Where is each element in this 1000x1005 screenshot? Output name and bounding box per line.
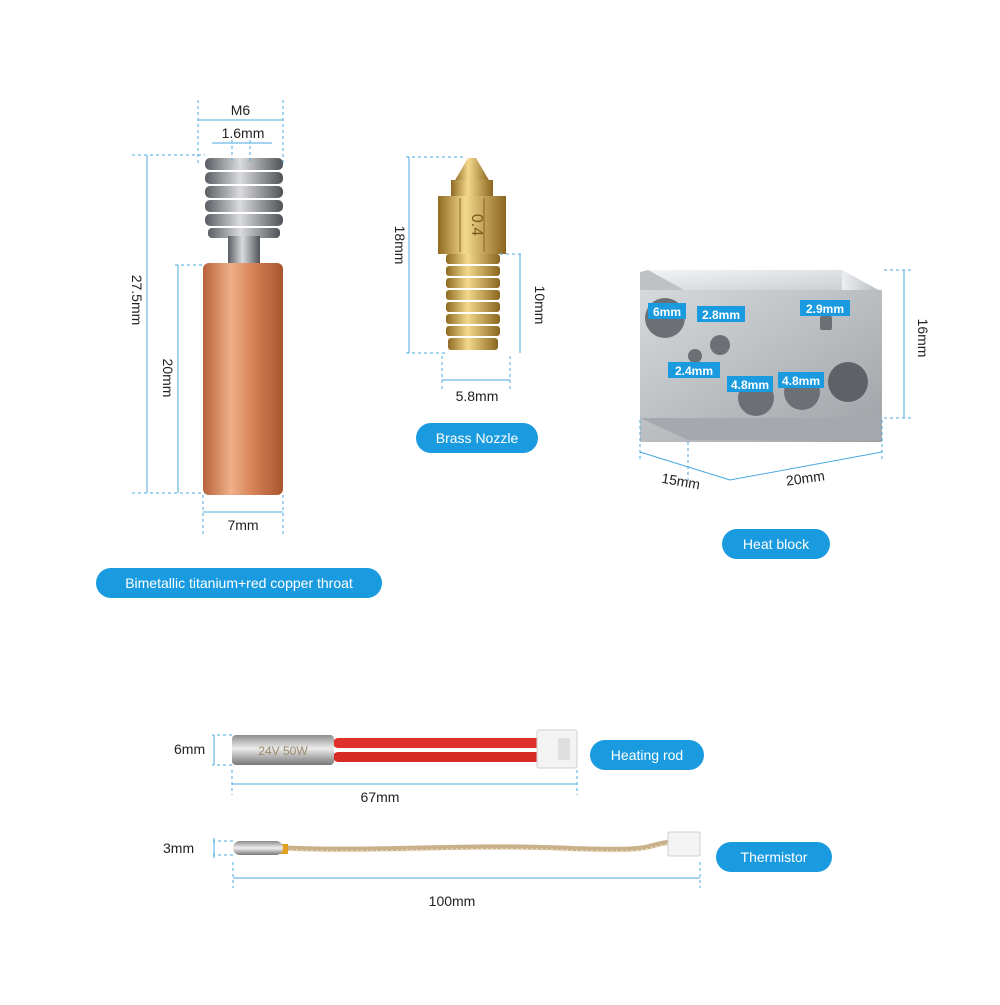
heat-block-top (648, 270, 882, 292)
heat-block-hole-label-3: 4.8mm (731, 378, 769, 392)
heat-block-group: 6mm 2.8mm 2.4mm 4.8mm 4.8mm 2.9mm 16mm 1… (639, 269, 931, 493)
nozzle-thread (446, 254, 500, 350)
heat-block-hole-label-0: 6mm (653, 305, 681, 319)
heat-block-hole-2.8mm (710, 335, 730, 355)
thermistor-wire (285, 839, 671, 852)
nozzle-dim-thread: 10mm (532, 286, 548, 325)
heat-block-dim-depth: 15mm (660, 470, 701, 493)
heating-rod-wire-a (333, 738, 543, 748)
throat-dim-thread: M6 (231, 102, 251, 118)
throat-dim-total: 27.5mm (129, 275, 145, 326)
thermistor-probe (233, 841, 283, 855)
heating-rod-dim-length: 67mm (361, 789, 400, 805)
throat-thread (205, 158, 283, 238)
heat-block-hole-label-4: 4.8mm (782, 374, 820, 388)
heating-rod-wire-b (333, 752, 543, 762)
heat-block-dim-width: 20mm (785, 467, 826, 488)
throat-group: M6 1.6mm 27.5mm 20mm 7mm (129, 100, 284, 535)
heat-block-hole-label-2: 2.4mm (675, 364, 713, 378)
heating-rod-marking: 24V 50W (258, 744, 308, 758)
thermistor-dim-diameter: 3mm (163, 840, 194, 856)
thermistor-connector (667, 831, 701, 857)
heating-rod-group: 24V 50W 6mm 67mm (174, 729, 578, 805)
heating-rod-cartridge (232, 735, 334, 765)
thermistor-dim-length: 100mm (429, 893, 476, 909)
heat-block-hole-2.9mm (820, 316, 832, 330)
heat-block-label: Heat block (722, 529, 830, 559)
throat-label: Bimetallic titanium+red copper throat (96, 568, 382, 598)
nozzle-group: 0.4 18mm 10mm 5.8mm (392, 156, 548, 404)
heat-block-dim-height: 16mm (915, 319, 931, 358)
throat-dim-width: 7mm (227, 517, 258, 533)
nozzle-tip (454, 158, 490, 182)
throat-dim-bore: 1.6mm (222, 125, 265, 141)
nozzle-hex (438, 196, 506, 254)
heating-rod-label: Heating rod (590, 740, 704, 770)
throat-neck (228, 236, 260, 266)
nozzle-marking: 0.4 (468, 214, 485, 236)
heating-rod-connector (536, 729, 578, 769)
throat-copper-body (203, 263, 283, 495)
nozzle-dim-width: 5.8mm (456, 388, 499, 404)
heat-block-hole-label-1: 2.8mm (702, 308, 740, 322)
heat-block-hole-label-5: 2.9mm (806, 302, 844, 316)
nozzle-label: Brass Nozzle (416, 423, 538, 453)
thermistor-group: 3mm 100mm (163, 831, 701, 909)
nozzle-dim-total: 18mm (392, 226, 408, 265)
heating-rod-dim-diameter: 6mm (174, 741, 205, 757)
throat-dim-copper: 20mm (160, 359, 176, 398)
thermistor-label: Thermistor (716, 842, 832, 872)
